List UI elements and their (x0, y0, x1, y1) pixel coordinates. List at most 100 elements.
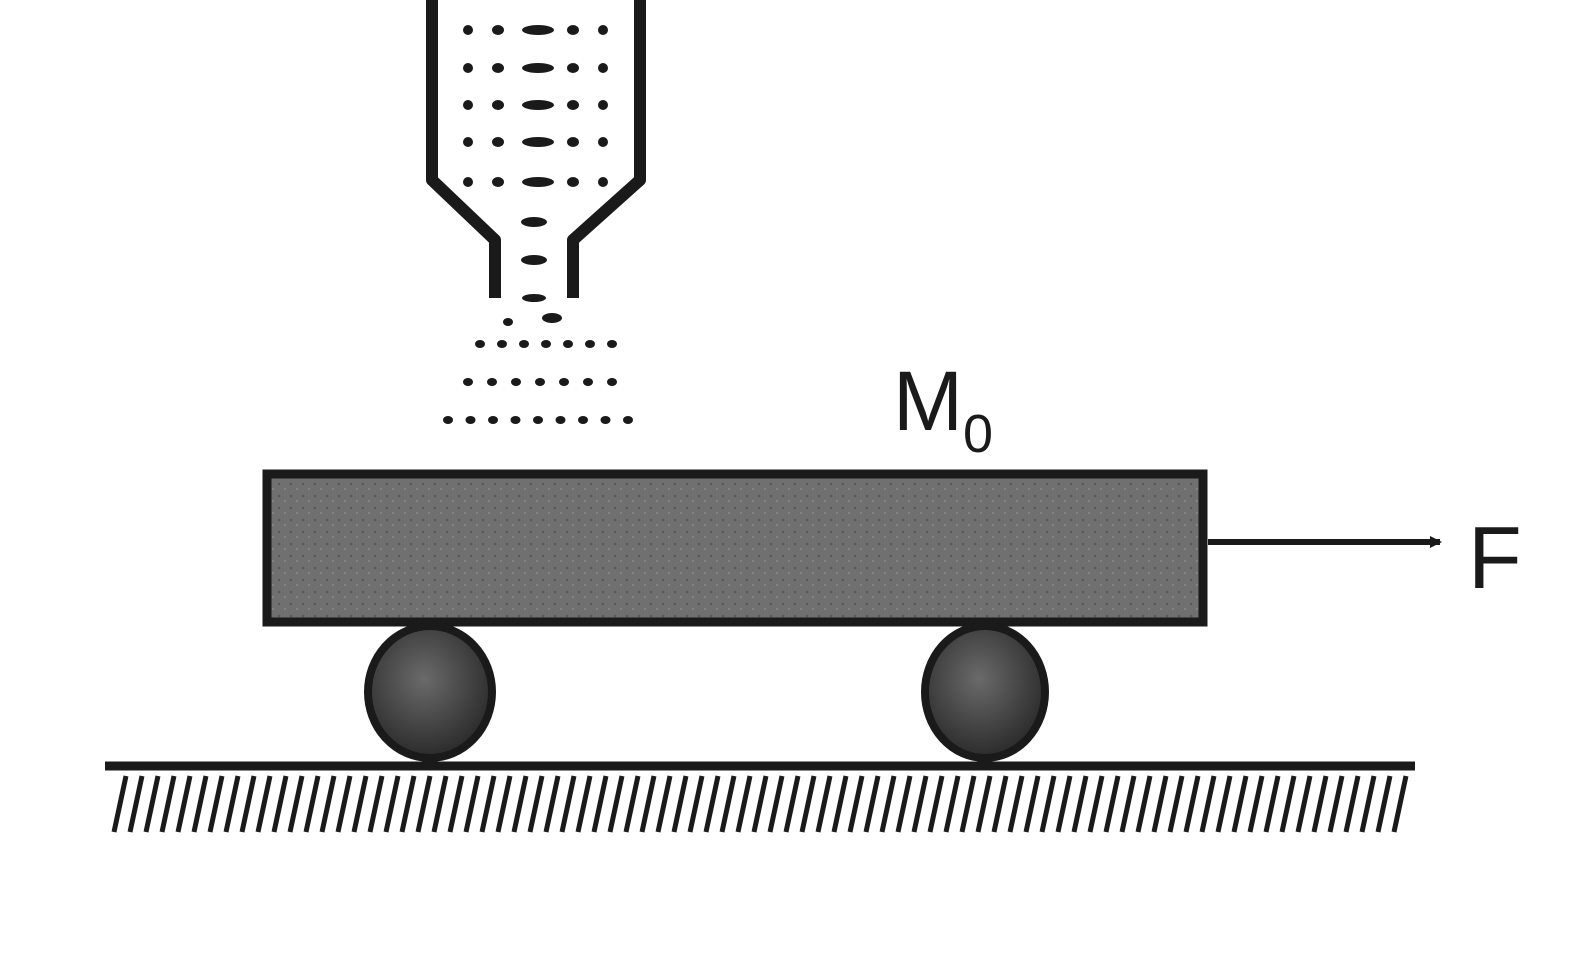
sand-grain (463, 137, 473, 147)
ground-hatching (111, 775, 1409, 833)
hatch-line (511, 775, 529, 833)
hatch-line (1311, 775, 1329, 833)
hatch-line (959, 775, 977, 833)
falling-sand-grain (511, 378, 521, 386)
sand-grain (522, 100, 554, 110)
hatch-line (1023, 775, 1041, 833)
falling-sand-grain (600, 416, 611, 424)
hatch-line (239, 775, 257, 833)
hatch-line (1087, 775, 1105, 833)
falling-sand-grain (510, 416, 521, 424)
sand-grain (567, 137, 579, 147)
hatch-line (863, 775, 881, 833)
hatch-line (719, 775, 737, 833)
falling-sand-grain (541, 340, 551, 348)
sand-grain (598, 177, 608, 187)
hatch-line (143, 775, 161, 833)
hatch-line (191, 775, 209, 833)
sand-grain (522, 137, 554, 147)
hatch-line (287, 775, 305, 833)
sand-grain (521, 255, 547, 265)
hatch-line (1119, 775, 1137, 833)
hatch-line (751, 775, 769, 833)
hatch-line (175, 775, 193, 833)
hatch-line (1359, 775, 1377, 833)
falling-sand-grain (533, 416, 543, 424)
mass-label: M0 (893, 354, 993, 464)
sand-grain (492, 25, 504, 35)
hatch-line (1183, 775, 1201, 833)
hatch-line (447, 775, 465, 833)
container-right-wall (567, 0, 646, 298)
hatch-line (495, 775, 513, 833)
falling-sand-grain (555, 416, 566, 424)
hatch-line (1247, 775, 1265, 833)
hatch-line (1167, 775, 1185, 833)
hatch-line (111, 775, 129, 833)
hatch-line (1295, 775, 1313, 833)
sand-grain (522, 25, 554, 35)
ground (105, 761, 1415, 833)
container-left-wall (426, 0, 501, 298)
hatch-line (127, 775, 145, 833)
hatch-line (735, 775, 753, 833)
left-wheel (364, 622, 496, 762)
sand-container (426, 0, 646, 298)
falling-sand-grain (497, 340, 507, 348)
falling-sand-grain (542, 313, 562, 323)
mass-label-main: M (893, 354, 963, 448)
hatch-line (623, 775, 641, 833)
hatch-line (415, 775, 433, 833)
hatch-line (1263, 775, 1281, 833)
falling-sand-grain (563, 340, 573, 348)
hatch-line (303, 775, 321, 833)
sand-inside (463, 25, 608, 265)
hatch-line (783, 775, 801, 833)
hatch-line (847, 775, 865, 833)
hatch-line (687, 775, 705, 833)
falling-sand-grain (559, 378, 569, 386)
hatch-line (1071, 775, 1089, 833)
cart (262, 469, 1208, 762)
sand-grain (567, 177, 579, 187)
hatch-line (351, 775, 369, 833)
hatch-line (527, 775, 545, 833)
hatch-line (1007, 775, 1025, 833)
falling-sand-grain (535, 378, 545, 386)
hatch-line (383, 775, 401, 833)
hatch-line (335, 775, 353, 833)
falling-sand-grain (583, 378, 593, 386)
sand-grain (598, 63, 608, 73)
hatch-line (1135, 775, 1153, 833)
hatch-line (911, 775, 929, 833)
hatch-line (575, 775, 593, 833)
hatch-line (431, 775, 449, 833)
hatch-line (1151, 775, 1169, 833)
sand-grain (522, 63, 554, 73)
hatch-line (463, 775, 481, 833)
hatch-line (1103, 775, 1121, 833)
hatch-line (559, 775, 577, 833)
hatch-line (159, 775, 177, 833)
hatch-line (1327, 775, 1345, 833)
sand-grain (567, 100, 579, 110)
hatch-line (975, 775, 993, 833)
hatch-line (1391, 775, 1409, 833)
hatch-line (1039, 775, 1057, 833)
sand-grain (463, 177, 473, 187)
hatch-line (367, 775, 385, 833)
hatch-line (991, 775, 1009, 833)
hatch-line (895, 775, 913, 833)
falling-sand-grain (465, 416, 476, 424)
hatch-line (927, 775, 945, 833)
sand-grain (598, 25, 608, 35)
hatch-line (799, 775, 817, 833)
hatch-line (655, 775, 673, 833)
mass-label-subscript: 0 (963, 404, 993, 464)
sand-grain (492, 177, 504, 187)
falling-sand-grain (585, 340, 595, 348)
sand-grain (567, 63, 579, 73)
hatch-line (271, 775, 289, 833)
falling-sand-grain (607, 378, 617, 386)
hatch-line (255, 775, 273, 833)
